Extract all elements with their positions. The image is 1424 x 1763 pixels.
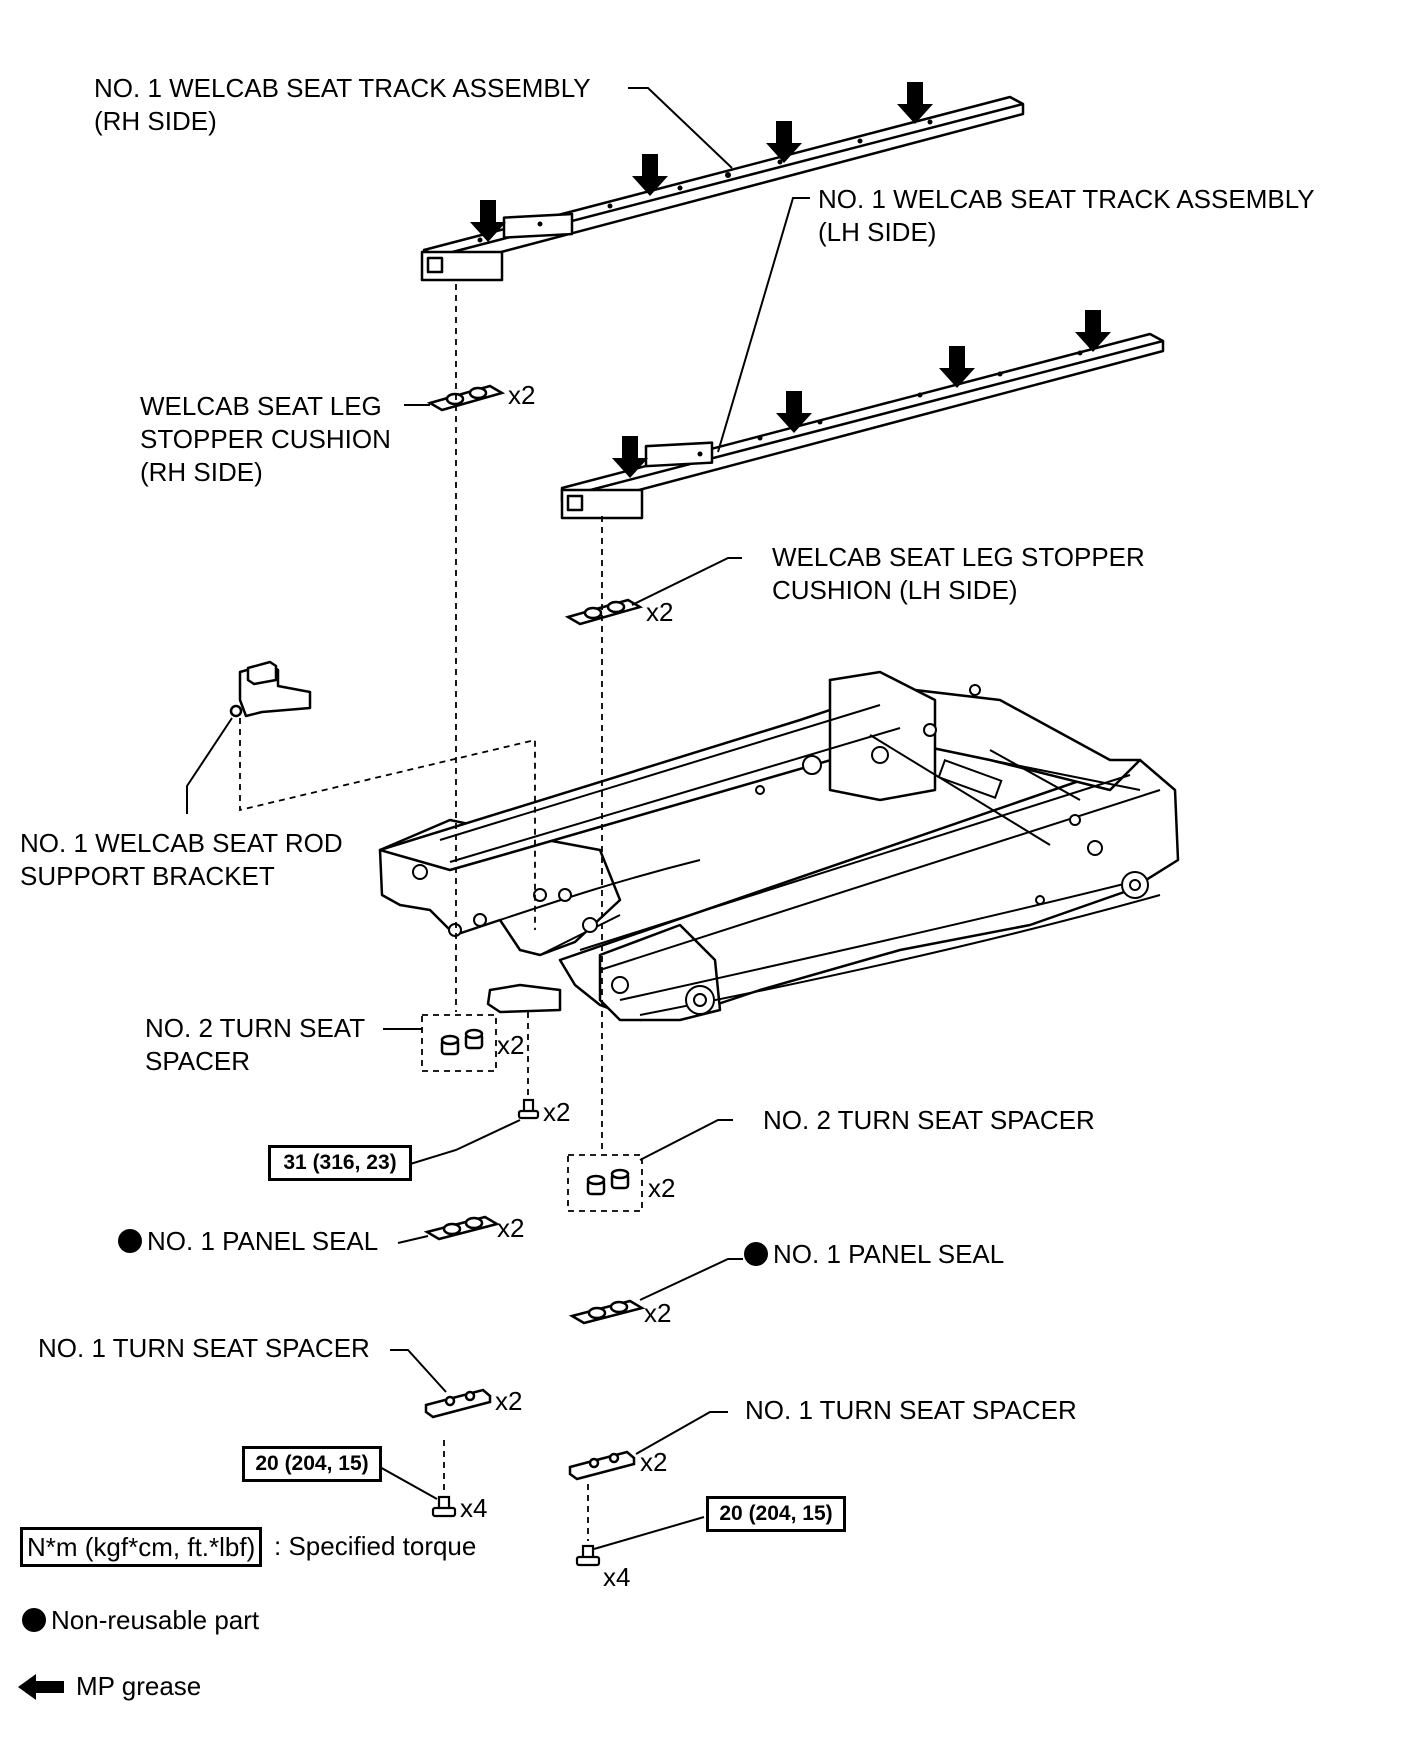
rod-support-bracket (229, 660, 312, 718)
torque-spec-left: 20 (204, 15) (242, 1446, 382, 1482)
panel-seal-right (568, 1299, 646, 1325)
seat-track-rh-holes (477, 119, 933, 243)
non-reusable-icon (744, 1242, 768, 1266)
qty-panel-seal-left: x2 (497, 1213, 525, 1243)
qty-turn-seat-spacer-2-left: x2 (497, 1030, 525, 1060)
legend-non-reusable: Non-reusable part (22, 1604, 259, 1637)
panel-seal-left (423, 1215, 501, 1241)
turn-seat-spacer-1-left (424, 1388, 492, 1419)
qty-turn-seat-spacer-2-right: x2 (648, 1173, 676, 1203)
turn-seat-spacers-2-left (440, 1028, 484, 1056)
qty-cushion-rh: x2 (508, 380, 536, 410)
qty-bolt-center: x2 (543, 1097, 571, 1127)
qty-bolt-right: x4 (603, 1562, 631, 1592)
qty-turn-seat-spacer-1-left: x2 (495, 1386, 523, 1416)
seat-frame-holes (412, 684, 1149, 1015)
label-cushion-rh: WELCAB SEAT LEG STOPPER CUSHION (RH SIDE… (140, 391, 391, 487)
qty-bolt-left: x4 (460, 1493, 488, 1523)
label-turn-seat-spacer-1-left: NO. 1 TURN SEAT SPACER (38, 1333, 370, 1363)
cushion-lh (564, 598, 644, 626)
torque-spec-center: 31 (316, 23) (268, 1145, 412, 1181)
bolt-icon (517, 1098, 540, 1120)
label-panel-seal-left: NO. 1 PANEL SEAL (118, 1225, 378, 1258)
assembly-lines (239, 284, 643, 1541)
leader-lines (186, 87, 810, 1550)
bolt-icon (575, 1544, 601, 1567)
torque-spec-right: 20 (204, 15) (706, 1496, 846, 1532)
label-cushion-lh: WELCAB SEAT LEG STOPPER CUSHION (LH SIDE… (772, 542, 1145, 605)
qty-turn-seat-spacer-1-right: x2 (640, 1447, 668, 1477)
qty-panel-seal-right: x2 (644, 1298, 672, 1328)
label-turn-seat-spacer-2-left: NO. 2 TURN SEAT SPACER (145, 1013, 366, 1076)
qty-cushion-lh: x2 (646, 597, 674, 627)
label-seat-track-rh: NO. 1 WELCAB SEAT TRACK ASSEMBLY (RH SID… (94, 73, 591, 136)
legend-torque-desc: : Specified torque (274, 1531, 477, 1561)
legend-grease: MP grease (18, 1670, 201, 1703)
label-turn-seat-spacer-2-right: NO. 2 TURN SEAT SPACER (763, 1105, 1095, 1135)
label-turn-seat-spacer-1-right: NO. 1 TURN SEAT SPACER (745, 1395, 1077, 1425)
non-reusable-icon (22, 1608, 46, 1632)
legend-torque-unit: N*m (kgf*cm, ft.*lbf) (20, 1527, 263, 1567)
seat-frame (378, 670, 1180, 1022)
label-seat-track-lh: NO. 1 WELCAB SEAT TRACK ASSEMBLY (LH SID… (818, 184, 1315, 247)
seat-track-lh-holes (627, 350, 1083, 475)
seat-track-lh (560, 332, 1165, 520)
seat-track-rh (420, 95, 1025, 282)
turn-seat-spacer-1-right (568, 1450, 636, 1481)
non-reusable-icon (118, 1229, 142, 1253)
grease-arrow-icon (18, 1674, 64, 1700)
turn-seat-spacers-2-right (586, 1168, 630, 1196)
label-panel-seal-right: NO. 1 PANEL SEAL (744, 1238, 1004, 1271)
bolt-icon (431, 1495, 457, 1518)
cushion-rh (426, 384, 506, 412)
label-rod-support-bracket: NO. 1 WELCAB SEAT ROD SUPPORT BRACKET (20, 828, 343, 891)
